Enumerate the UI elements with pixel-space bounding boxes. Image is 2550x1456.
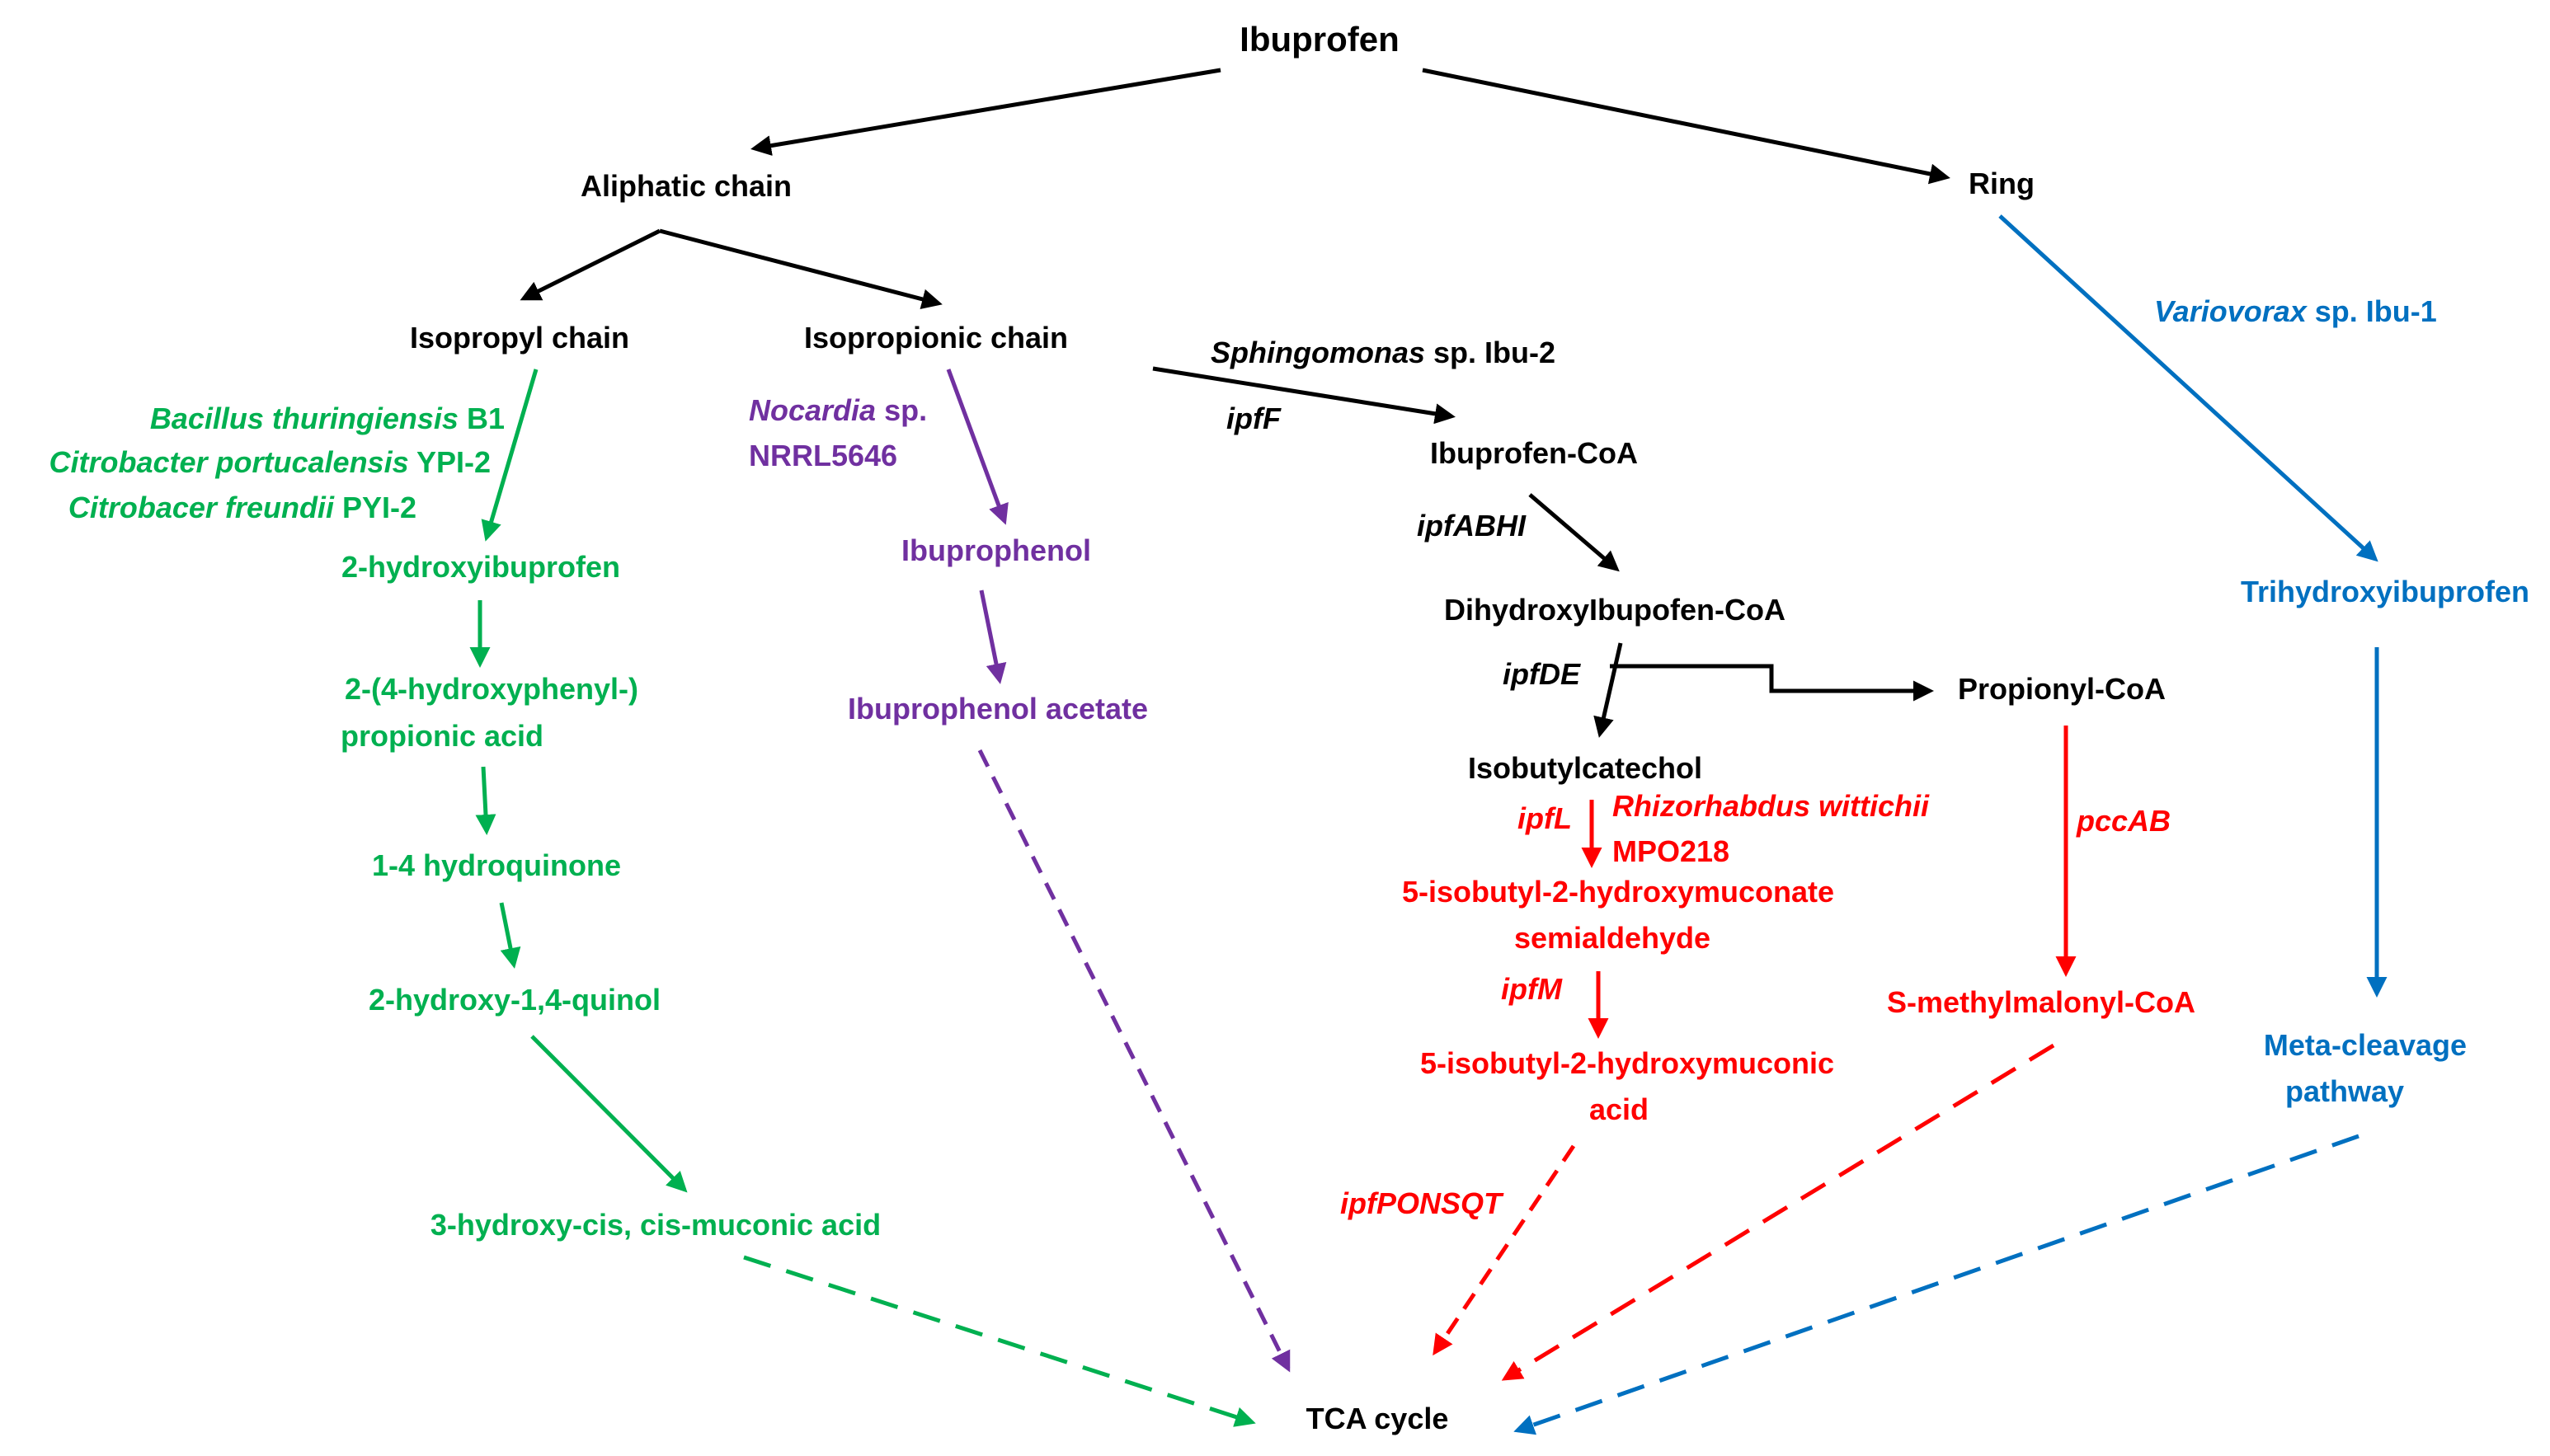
node-meta-cleavage-line1: Meta-cleavage [2264,1028,2467,1062]
arrow-aliphatic-to-isopropionic [659,228,943,310]
node-quinol: 2-hydroxy-1,4-quinol [369,983,661,1017]
node-isopropyl-chain: Isopropyl chain [410,321,629,355]
organism-nocardia: Nocardia sp. [749,393,927,427]
arrow-muconic-to-tca [743,1255,1256,1427]
node-meta-cleavage-line2: pathway [2285,1074,2404,1108]
title-ibuprofen: Ibuprofen [1240,20,1400,59]
node-muconic-line2: acid [1589,1092,1649,1126]
arrow-dihydroxy-to-isobutylcatechol [1593,642,1623,738]
arrow-hydroquinone-to-quinol [499,902,521,969]
node-ibuprophenol: Ibuprophenol [901,533,1091,567]
node-isobutylcatechol: Isobutylcatechol [1468,751,1702,785]
node-hydroquinone: 1-4 hydroquinone [372,848,621,882]
organism-sphingomonas: Sphingomonas sp. Ibu-2 [1211,336,1555,369]
node-ibuprophenol-acetate: Ibuprophenol acetate [848,692,1148,726]
organism-bacillus: Bacillus thuringiensis B1 [150,402,505,435]
node-muconic-line1: 5-isobutyl-2-hydroxymuconic [1420,1046,1834,1080]
arrow-hydroxyphenyl-to-hydroquinone [475,766,496,835]
node-tca-cycle: TCA cycle [1306,1402,1449,1435]
arrow-ibuprofen-to-aliphatic [750,68,1221,157]
arrow-acetate-to-tca [977,749,1291,1373]
arrow-ibuprofen-to-ring [1422,68,1950,185]
arrow-isopropyl-to-hydroxyibuprofen [481,369,539,542]
organism-variovorax: Variovorax sp. Ibu-1 [2154,294,2437,328]
arrow-muconic-to-tca [1433,1144,1576,1356]
node-dihydroxy-coa: DihydroxyIbupofen-CoA [1444,593,1785,627]
organism-rhizorhabdus: Rhizorhabdus wittichii [1612,789,1930,823]
organism-citrobacter-portucalensis: Citrobacter portucalensis YPI-2 [49,445,491,479]
arrow-dihydroxy-to-propionyl [1610,664,1934,702]
gene-pccAB: pccAB [2076,804,2171,838]
node-hydroxyphenyl-line2: propionic acid [341,719,543,753]
arrow-ibuprofen-coa-to-dihydroxy [1528,493,1620,572]
arrow-isopropionic-to-ibuprophenol [946,369,1009,525]
node-2-hydroxyibuprofen: 2-hydroxyibuprofen [341,550,620,584]
node-methylmalonyl-coa: S-methylmalonyl-CoA [1887,985,2195,1019]
gene-ipfDE: ipfDE [1503,657,1581,691]
node-ring: Ring [1969,167,2035,200]
arrow-meta-cleavage-to-tca [1513,1134,2359,1435]
gene-ipfF: ipfF [1226,402,1282,435]
node-hydroxyphenyl-line1: 2-(4-hydroxyphenyl-) [345,672,638,706]
node-trihydroxyibuprofen: Trihydroxyibuprofen [2241,575,2529,608]
node-hydroxy-muconic-acid: 3-hydroxy-cis, cis-muconic acid [430,1208,881,1242]
node-ibuprofen-coa: Ibuprofen-CoA [1430,436,1638,470]
node-propionyl-coa: Propionyl-CoA [1958,672,2166,706]
organism-rhizorhabdus-strain: MPO218 [1612,834,1729,868]
gene-ipfPONSQT: ipfPONSQT [1340,1186,1504,1220]
organism-nocardia-strain: NRRL5646 [749,439,897,472]
gene-ipfABHI: ipfABHI [1417,509,1527,542]
organism-citrobacter-freundii: Citrobacer freundii PYI-2 [68,491,416,524]
gene-ipfM: ipfM [1501,972,1563,1006]
arrow-isopropionic-to-ibuprofen-coa [1152,366,1456,425]
node-semialdehyde-line2: semialdehyde [1514,921,1710,955]
arrow-ring-to-trihydroxy [1998,214,2378,562]
arrow-ibuprophenol-to-acetate [979,589,1007,684]
node-semialdehyde-line1: 5-isobutyl-2-hydroxymuconate [1402,875,1834,909]
arrow-aliphatic-to-isopropyl [520,228,661,301]
node-isopropionic-chain: Isopropionic chain [804,321,1068,355]
node-aliphatic-chain: Aliphatic chain [581,169,792,203]
arrow-methylmalonyl-to-tca [1501,1043,2055,1381]
gene-ipfL: ipfL [1517,801,1572,835]
arrow-quinol-to-muconic [530,1035,688,1193]
